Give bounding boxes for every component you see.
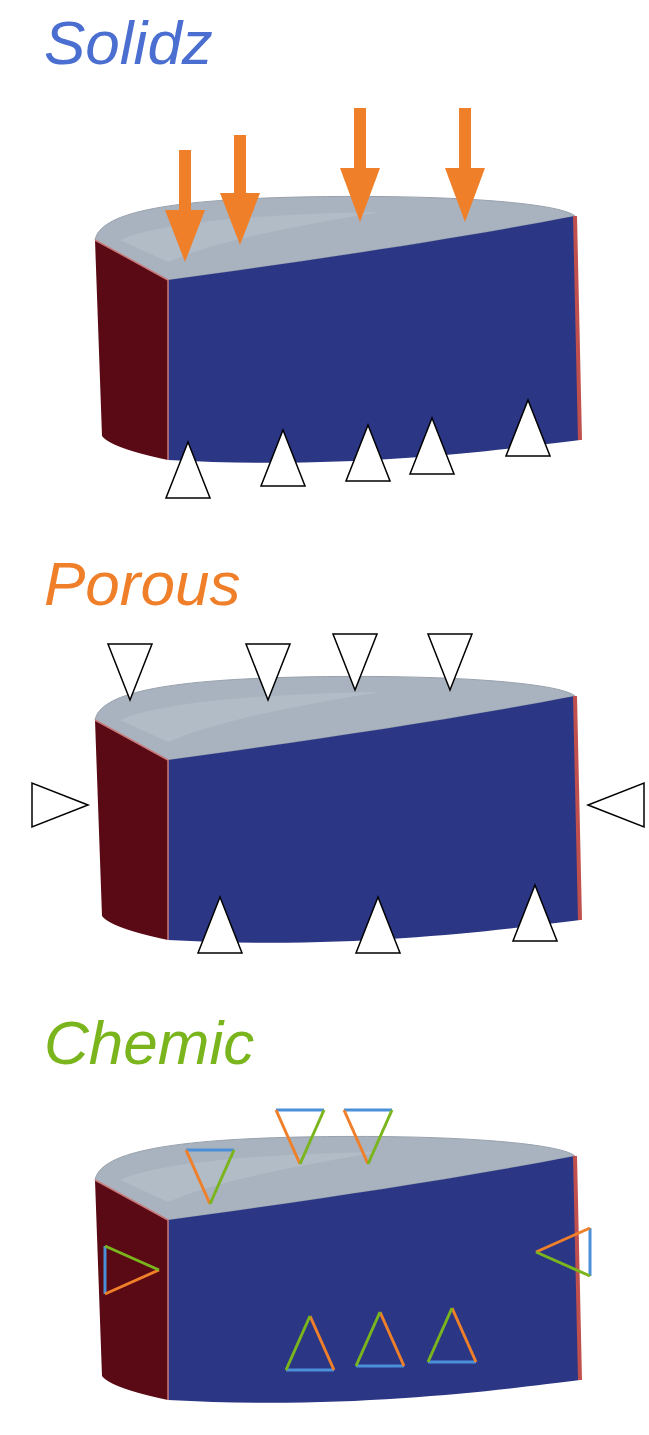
chemical-triangles [105, 1110, 590, 1370]
disc-model [95, 676, 582, 942]
support-triangles [166, 400, 550, 498]
panel-title: Solidz [44, 12, 213, 74]
panel-title: Porous [44, 553, 240, 615]
disc-model [95, 1136, 582, 1402]
load-arrows [165, 108, 485, 262]
disc-model [95, 196, 582, 462]
boundary-triangles [32, 634, 644, 953]
panel-title: Chemic [44, 1012, 254, 1074]
